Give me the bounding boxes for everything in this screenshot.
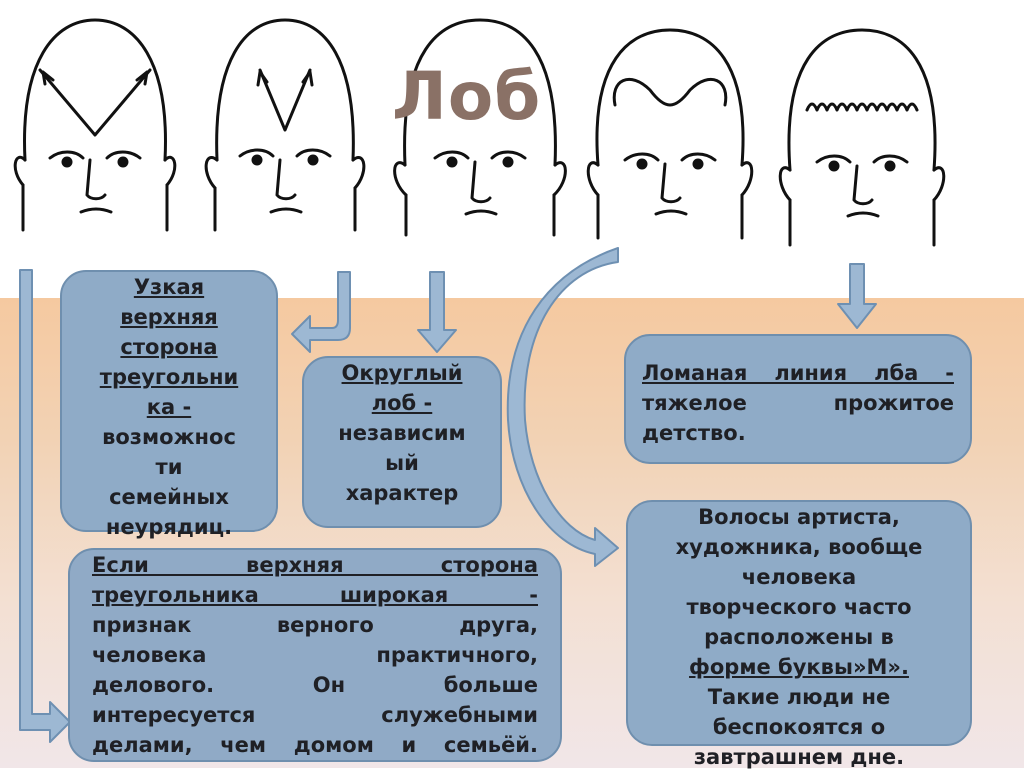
arrow-left-long — [19, 269, 71, 743]
box5-line: творческого часто — [686, 595, 912, 619]
box1-line: верхняя — [120, 305, 218, 329]
box-artist-hair: Волосы артиста, художника, вообще челове… — [626, 500, 972, 769]
face-3 — [393, 18, 567, 237]
box-round-forehead: Округлый лоб - независим ый характер — [302, 356, 502, 528]
faces-illustration — [13, 18, 946, 247]
box3-line: детство. — [642, 421, 746, 445]
box-broken-line: Ломаная линия лба - тяжелое прожитое дет… — [624, 334, 972, 464]
arrow-face4-curve — [506, 247, 619, 567]
box4-line: делами, чем домом и семьёй. — [92, 733, 538, 757]
box1-line: возможнос — [102, 425, 236, 449]
box1-line: ка - — [146, 395, 192, 419]
page-title: Лоб — [392, 58, 542, 135]
box1-line: сторона — [120, 335, 218, 359]
box4-line: интересуется служебными — [92, 703, 538, 727]
box-narrow-triangle: Узкая верхняя сторона треугольни ка - во… — [60, 270, 278, 539]
face-4 — [586, 28, 754, 240]
box2-line: характер — [345, 481, 459, 505]
face-1 — [13, 18, 177, 232]
box2-line: ый — [385, 451, 419, 475]
box4-line: Если верхняя сторона — [92, 553, 538, 577]
box5-line: беспокоятся о — [712, 715, 886, 739]
arrow-face3-down — [417, 271, 457, 353]
box4-line: человека практичного, — [92, 643, 538, 667]
box1-line: Узкая — [133, 275, 205, 299]
box5-line: человека — [741, 565, 857, 589]
box2-line: независим — [338, 421, 466, 445]
arrow-face5-down — [837, 263, 877, 329]
box5-line: Волосы артиста, — [698, 505, 900, 529]
box5-line: художника, вообще — [675, 535, 923, 559]
box3-line: Ломаная линия лба - — [642, 361, 954, 385]
box-wide-triangle: Если верхняя сторона треугольника широка… — [68, 548, 562, 762]
box2-line: Округлый — [341, 361, 463, 385]
box5-line: завтрашнем дне. — [693, 745, 905, 769]
box5-line: расположены в — [704, 625, 894, 649]
box5-line: форме буквы»М». — [689, 655, 909, 679]
box5-line: Такие люди не — [707, 685, 891, 709]
box1-line: ти — [155, 455, 183, 479]
box2-line: лоб - — [371, 391, 433, 415]
box1-line: неурядиц. — [105, 515, 233, 539]
box4-line: треугольника широкая - — [92, 583, 538, 607]
face-5 — [778, 28, 946, 247]
box4-line: делового. Он больше — [92, 673, 538, 697]
face-2 — [204, 18, 366, 232]
box4-line: признак верного друга, — [92, 613, 538, 637]
box3-line: тяжелое прожитое — [642, 391, 954, 415]
box1-line: треугольни — [99, 365, 239, 389]
box1-line: семейных — [109, 485, 229, 509]
arrow-face2-bend — [291, 271, 351, 353]
